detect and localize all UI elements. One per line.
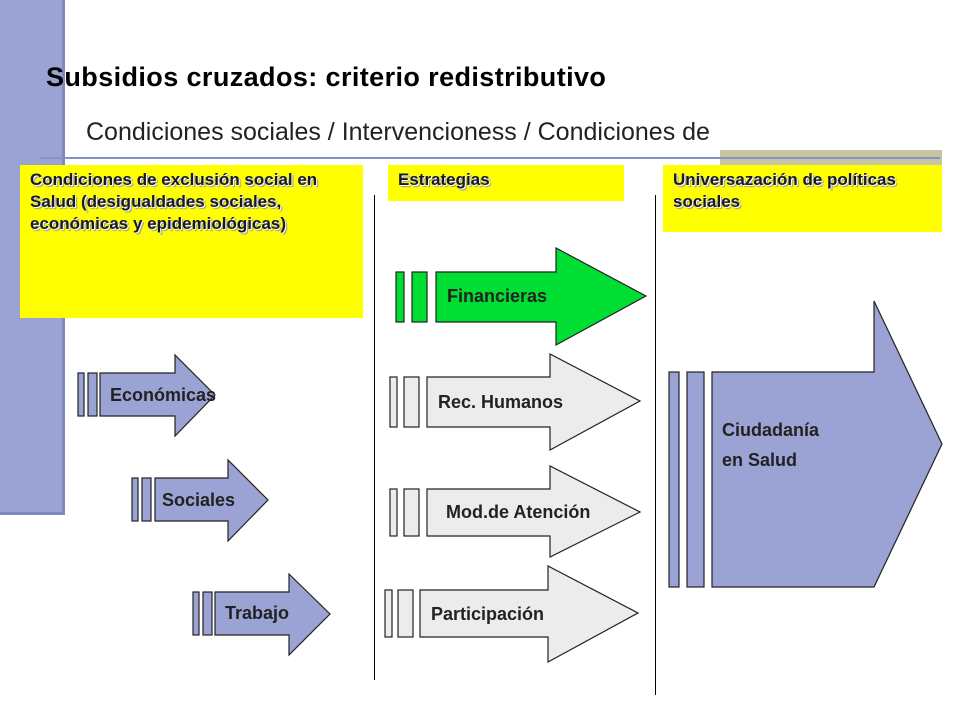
label-sociales: Sociales	[162, 490, 236, 510]
label-trabajo: Trabajo	[225, 603, 290, 623]
arrow-mod-atencion	[389, 465, 642, 558]
arrow-economicas	[77, 353, 216, 438]
label-financieras: Financieras	[447, 286, 548, 306]
label-ciudadania-line1: Ciudadanía	[722, 420, 820, 440]
label-economicas: Económicas	[110, 385, 217, 405]
label-rec-humanos: Rec. Humanos	[438, 392, 564, 412]
divider-right	[655, 195, 656, 695]
slide-subtitle: Condiciones sociales / Intervencioness /…	[86, 118, 710, 146]
slide-title: Subsidios cruzados: criterio redistribut…	[46, 62, 607, 92]
conditions-box: Condiciones de exclusión social en Salud…	[20, 165, 363, 318]
arrow-financieras	[395, 247, 648, 347]
label-mod-atencion: Mod.de Atención	[446, 502, 591, 522]
arrow-ciudadania	[668, 300, 943, 588]
label-ciudadania-line2: en Salud	[722, 450, 798, 470]
title-separator	[40, 157, 940, 159]
label-ciudadania: Ciudadanía en Salud	[722, 415, 819, 475]
divider-left	[374, 195, 375, 680]
arrow-trabajo	[192, 572, 331, 657]
arrow-rec-humanos	[389, 353, 642, 452]
subtitle-clip: Condiciones sociales / Intervencioness /…	[80, 112, 900, 164]
universalization-box: Universazación de políticas sociales	[663, 165, 942, 232]
arrow-sociales	[131, 458, 269, 543]
strategies-box: Estrategias	[388, 165, 624, 201]
arrow-participacion	[384, 565, 640, 664]
label-participacion: Participación	[431, 604, 545, 624]
